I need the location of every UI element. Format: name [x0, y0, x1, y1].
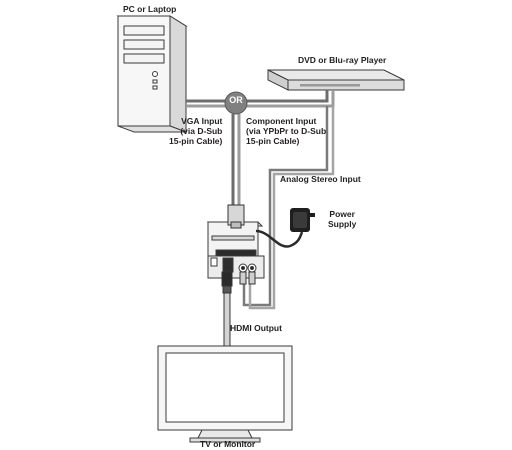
pc-tower [116, 15, 188, 133]
dvd-label: DVD or Blu-ray Player [298, 55, 387, 65]
pc-label: PC or Laptop [123, 4, 177, 14]
power-adapter [255, 208, 315, 248]
cable-video [186, 90, 335, 205]
component-input-label: Component Input (via YPbPr to D-Sub 15-p… [246, 116, 327, 146]
audio-input-label: Analog Stereo Input [280, 174, 361, 184]
power-supply-label: Power Supply [328, 209, 357, 229]
vga-plug [227, 204, 245, 229]
dvd-player [267, 69, 405, 91]
or-label: OR [229, 95, 243, 105]
tv-monitor [157, 345, 293, 443]
or-connector [224, 91, 248, 115]
rca-plugs [239, 271, 256, 285]
tv-label: TV or Monitor [200, 439, 256, 449]
cable-hdmi [221, 271, 233, 348]
converter-box [206, 221, 265, 279]
hdmi-output-label: HDMI Output [230, 323, 282, 333]
vga-input-label: VGA Input (via D-Sub 15-pin Cable) [169, 116, 223, 146]
